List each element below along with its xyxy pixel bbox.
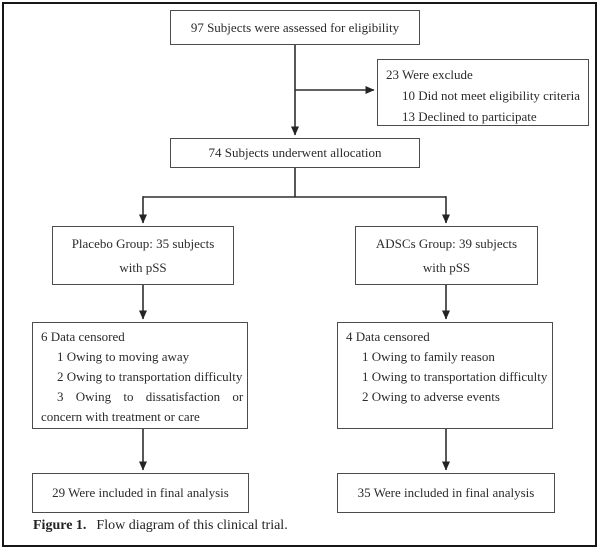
excluded-reason-line: 10 Did not meet eligibility criteria [402, 88, 580, 103]
excluded-reason-line: 13 Declined to participate [402, 109, 537, 124]
figure-caption-label: Figure 1. [33, 518, 87, 533]
excluded-box: 23 Were exclude 10 Did not meet eligibil… [377, 59, 589, 126]
placebo-group-line1: Placebo Group: 35 subjects [71, 235, 215, 251]
excluded-title: 23 Were exclude [386, 67, 473, 82]
adscs-censored-box: 4 Data censored 1 Owing to family reason… [337, 322, 553, 429]
adscs-final-text: 35 Were included in final analysis [357, 485, 535, 500]
figure-caption-text: Flow diagram of this clinical trial. [96, 518, 288, 533]
placebo-censored-reason-line: 2 Owing to transportation difficulty [57, 369, 243, 384]
eligibility-box: 97 Subjects were assessed for eligibilit… [170, 10, 420, 45]
adscs-censored-reason-line: 1 Owing to family reason [362, 349, 495, 364]
adscs-group-line1: ADSCs Group: 39 subjects [375, 235, 518, 251]
adscs-group-box: ADSCs Group: 39 subjects with pSS [355, 226, 538, 285]
placebo-group-line2: with pSS [119, 259, 167, 275]
adscs-censored-reason-line: 1 Owing to transportation difficulty [362, 369, 548, 384]
adscs-censored-reason-line: 2 Owing to adverse events [362, 389, 500, 404]
placebo-censored-title: 6 Data censored [41, 329, 125, 344]
placebo-censored-reason-line: concern with treatment or care [41, 409, 200, 424]
allocation-text: 74 Subjects underwent allocation [208, 145, 382, 160]
placebo-censored-reason-line: 1 Owing to moving away [57, 349, 190, 364]
placebo-group-box: Placebo Group: 35 subjects with pSS [52, 226, 234, 285]
placebo-final-box: 29 Were included in final analysis [32, 473, 249, 513]
eligibility-text: 97 Subjects were assessed for eligibilit… [190, 19, 400, 35]
figure-caption: Figure 1. Flow diagram of this clinical t… [33, 518, 288, 534]
adscs-group-line2: with pSS [422, 259, 471, 275]
adscs-censored-title: 4 Data censored [346, 329, 430, 344]
placebo-censored-reason-line: 3 Owing to dissatisfaction or [57, 389, 244, 404]
placebo-censored-box: 6 Data censored 1 Owing to moving away 2… [32, 322, 248, 429]
placebo-final-text: 29 Were included in final analysis [52, 485, 229, 500]
adscs-final-box: 35 Were included in final analysis [337, 473, 555, 513]
allocation-box: 74 Subjects underwent allocation [170, 138, 420, 168]
